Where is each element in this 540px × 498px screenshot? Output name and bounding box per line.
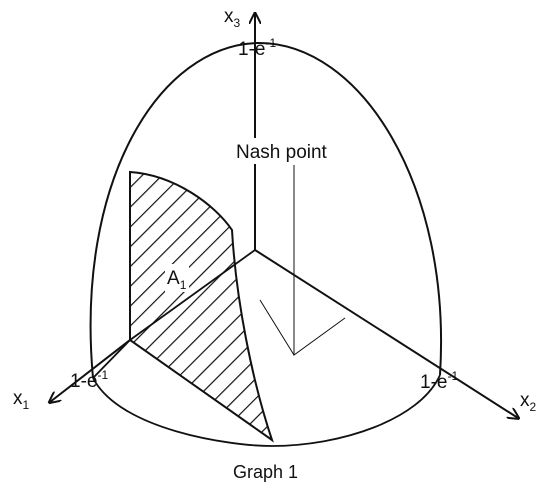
x2-intercept-label: 1-e-1 xyxy=(420,369,458,393)
region-label-background xyxy=(165,264,189,292)
base-curve xyxy=(92,374,441,447)
figure-caption: Graph 1 xyxy=(233,462,298,482)
nash-label-background xyxy=(232,138,362,164)
x1-axis xyxy=(50,339,131,402)
plane-edge-front xyxy=(92,339,131,379)
region-a1-label: A1 xyxy=(167,268,187,292)
x1-axis-label: x1 xyxy=(13,388,30,412)
dome-outline xyxy=(89,41,443,379)
x1-intercept-label: 1-e-1 xyxy=(70,368,108,392)
plane-edge-left xyxy=(129,249,256,341)
nash-point-label: Nash point xyxy=(236,142,328,163)
x2-axis xyxy=(254,249,518,418)
x3-intercept-label: 1-e-1 xyxy=(238,36,276,60)
x3-axis-label: x3 xyxy=(224,6,241,30)
hatched-region-a1 xyxy=(129,170,274,443)
nash-guide-lines xyxy=(259,165,346,356)
x2-axis-label: x2 xyxy=(520,390,537,414)
